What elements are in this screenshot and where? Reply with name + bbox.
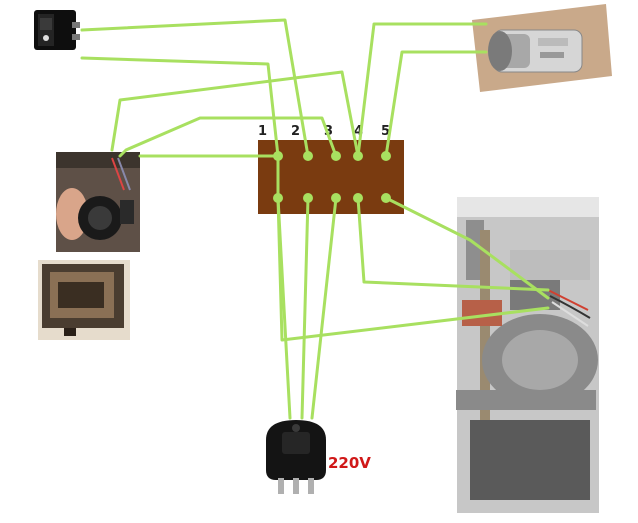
terminal-label-5: 5 <box>381 124 390 139</box>
terminal-label-4: 4 <box>354 124 363 139</box>
terminal-3-bottom <box>331 193 341 203</box>
terminal-4-top <box>353 151 363 161</box>
terminal-label-1: 1 <box>258 124 267 139</box>
terminal-5-top <box>381 151 391 161</box>
wire-pot-t4 <box>110 70 360 158</box>
rocker-switch-icon <box>34 10 80 50</box>
wire-pot-t3 <box>118 116 338 158</box>
wire-switch-t2 <box>80 18 310 158</box>
terminal-1-bottom <box>273 193 283 203</box>
terminal-4-bottom <box>353 193 363 203</box>
pedal-icon <box>38 260 130 340</box>
wire-cap-t4 <box>356 22 488 158</box>
voltage-label: 220V <box>328 454 371 472</box>
terminal-1-top <box>273 151 283 161</box>
wire-t5-motor <box>384 196 550 300</box>
terminal-2-top <box>303 151 313 161</box>
capacitor-icon <box>472 4 612 92</box>
wire-t4-motor <box>356 196 550 292</box>
terminal-label-2: 2 <box>291 124 300 139</box>
motor-icon <box>456 197 599 513</box>
terminal-block <box>258 140 404 214</box>
wire-t3-plug <box>310 196 338 420</box>
wire-t2-plug <box>300 196 310 420</box>
terminal-dots <box>273 151 391 203</box>
wires <box>80 18 550 420</box>
potentiometer-icon <box>56 152 140 252</box>
plug-icon <box>266 420 326 494</box>
wire-t1-motor <box>276 196 550 342</box>
wire-cap-t5 <box>384 50 488 158</box>
terminal-2-bottom <box>303 193 313 203</box>
terminal-5-bottom <box>381 193 391 203</box>
terminal-3-top <box>331 151 341 161</box>
